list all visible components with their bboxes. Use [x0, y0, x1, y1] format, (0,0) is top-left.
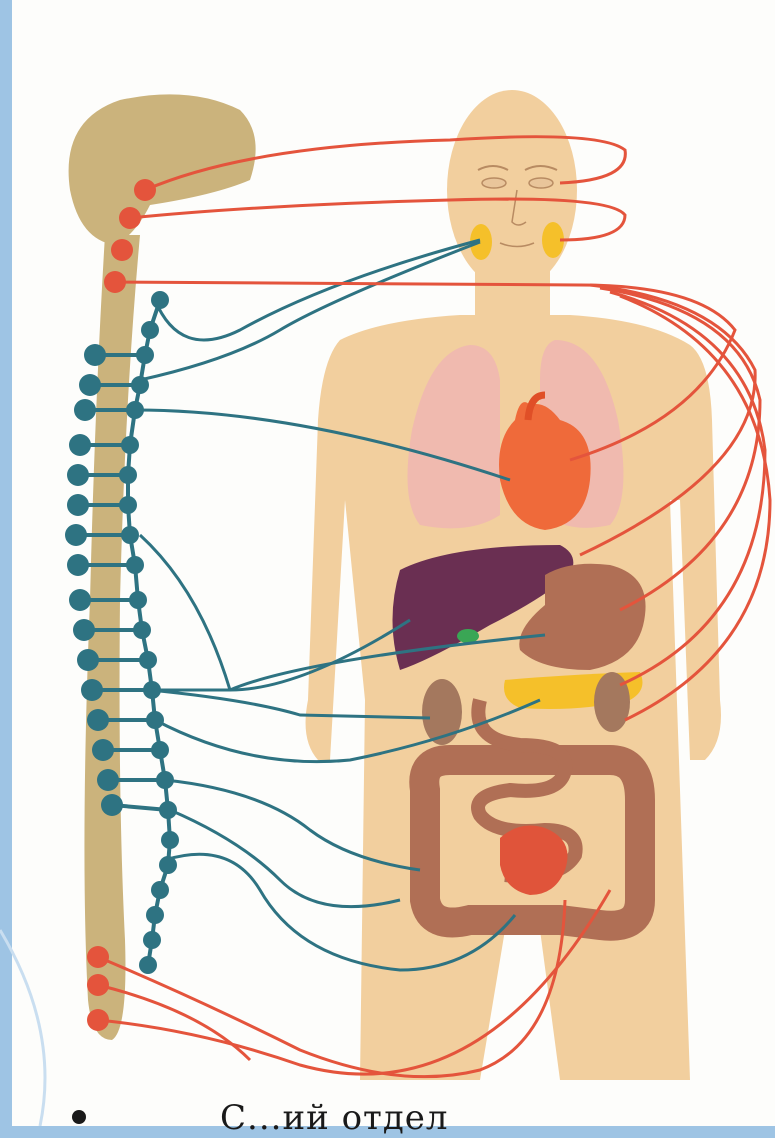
kidney-left [422, 679, 462, 745]
caption: С...ий отдел [220, 1098, 449, 1138]
head [447, 90, 577, 290]
eye-right [529, 178, 553, 188]
kidney-right [594, 672, 630, 732]
caption-bullet [72, 1110, 86, 1124]
gallbladder [457, 629, 479, 643]
eye-left [482, 178, 506, 188]
decorative-swoosh [0, 0, 12, 1126]
